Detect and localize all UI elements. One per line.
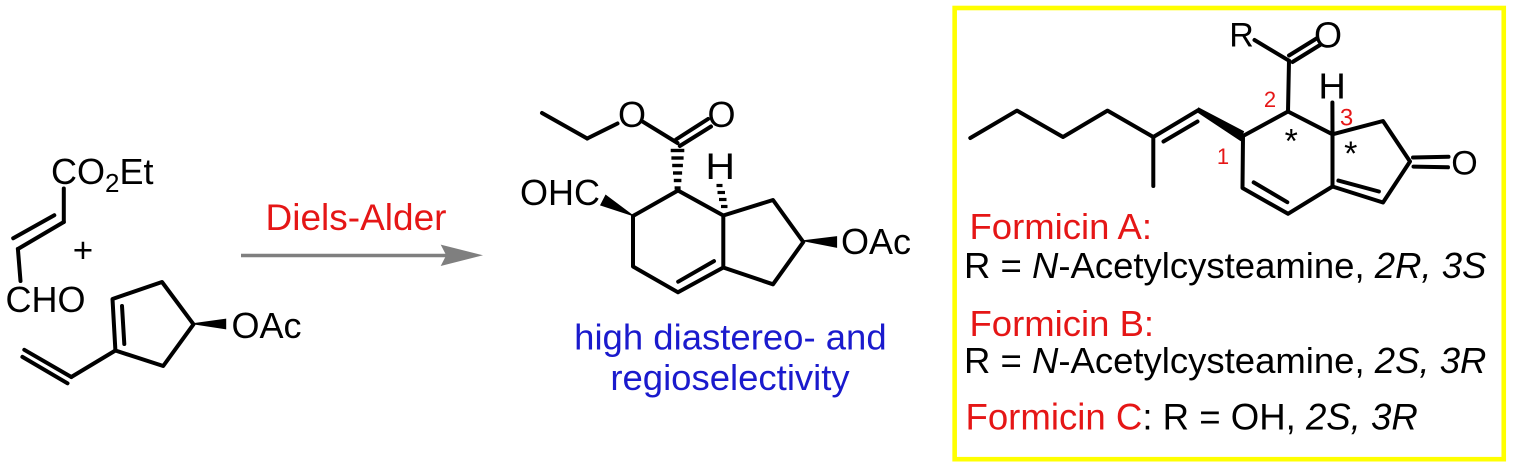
svg-text:Diels-Alder: Diels-Alder: [266, 197, 447, 238]
svg-text:regioselectivity: regioselectivity: [610, 357, 850, 398]
svg-text:H: H: [705, 146, 735, 187]
svg-text:CHO: CHO: [6, 279, 86, 320]
svg-text:2: 2: [1264, 87, 1276, 112]
svg-text:O: O: [707, 94, 735, 135]
svg-text:CO2Et: CO2Et: [51, 151, 153, 198]
svg-text:R: R: [1229, 17, 1254, 55]
svg-text:H: H: [1318, 66, 1346, 107]
svg-text:1: 1: [1217, 144, 1229, 169]
svg-text:OHC: OHC: [520, 172, 600, 213]
svg-text:*: *: [1344, 135, 1357, 173]
svg-text:OAc: OAc: [232, 305, 302, 346]
svg-text:O: O: [1314, 14, 1342, 55]
svg-text:3: 3: [1340, 105, 1353, 132]
svg-text:O: O: [618, 94, 646, 135]
svg-text:R = N-Acetylcysteamine, 2S, 3R: R = N-Acetylcysteamine, 2S, 3R: [964, 340, 1486, 381]
svg-text:high diastereo- and: high diastereo- and: [574, 316, 887, 357]
svg-text:+: +: [73, 231, 93, 270]
svg-text:*: *: [1285, 123, 1298, 161]
svg-text:Formicin A:: Formicin A:: [970, 206, 1153, 247]
svg-text:Formicin B:: Formicin B:: [970, 303, 1155, 344]
svg-text:Formicin C: R = OH, 2S, 3R: Formicin C: R = OH, 2S, 3R: [966, 397, 1418, 438]
svg-text:O: O: [1451, 145, 1477, 183]
svg-text:OAc: OAc: [841, 221, 911, 262]
svg-text:R = N-Acetylcysteamine, 2R, 3S: R = N-Acetylcysteamine, 2R, 3S: [964, 245, 1486, 286]
